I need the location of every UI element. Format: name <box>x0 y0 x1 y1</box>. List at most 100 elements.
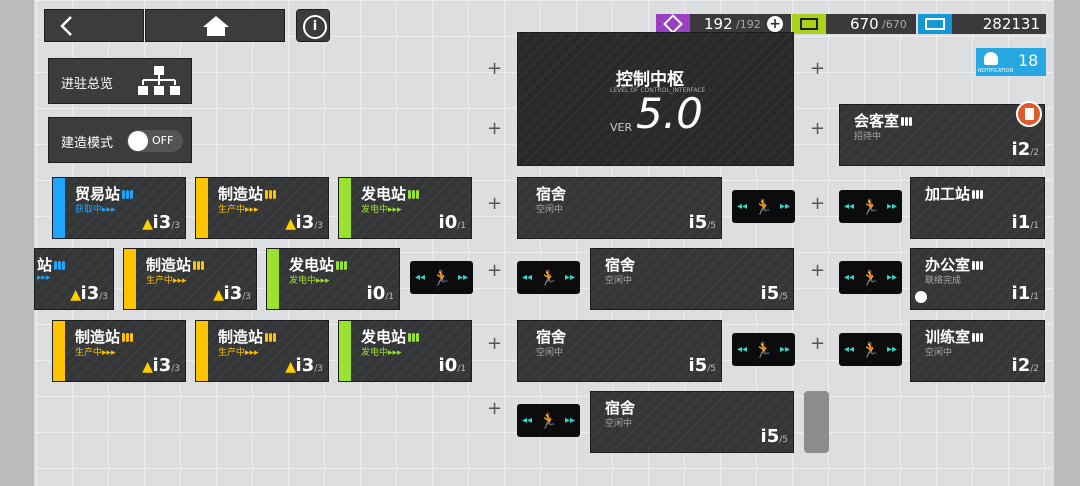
room-count: i3/3 <box>80 283 108 304</box>
room-factory-4[interactable]: 制造站生产中▸▸▸▲i3/3 <box>195 320 329 382</box>
lmd-icon <box>918 14 952 34</box>
toggle-state: OFF <box>152 134 174 147</box>
control-center-title: 控制中枢 <box>616 70 684 90</box>
power-max: /670 <box>882 18 907 31</box>
exit-figure-icon: 🏃 <box>861 197 880 216</box>
dorm-4[interactable]: 宿舍 空闲中 i5/5 <box>590 391 794 453</box>
room-trading-1[interactable]: 贸易站获取中▸▸▸▲i3/3 <box>52 177 186 239</box>
room-title: 办公室 <box>925 254 984 275</box>
exit-figure-icon: 🏃 <box>754 197 773 216</box>
production-bars <box>71 232 166 235</box>
production-bars <box>214 232 309 235</box>
power-value: 670 <box>850 15 879 33</box>
right-edge <box>1054 0 1080 486</box>
dorm-status: 空闲中 <box>536 205 564 215</box>
corridor-stair[interactable]: ◂◂🏃▸▸ <box>839 190 902 223</box>
dorm-3[interactable]: 宿舍 空闲中 i5/5 <box>517 320 722 382</box>
room-factory-1[interactable]: 制造站生产中▸▸▸▲i3/3 <box>195 177 329 239</box>
room-color-stripe <box>267 249 279 309</box>
org-chart-icon <box>138 66 180 95</box>
grid-marker: + <box>810 58 826 79</box>
notification-button[interactable]: 18 NOTIFICATION <box>976 48 1046 76</box>
grid-marker: + <box>810 333 826 354</box>
overview-button[interactable]: 进驻总览 <box>48 58 192 104</box>
room-title: 发电站 <box>361 183 420 204</box>
room-color-stripe <box>53 321 65 381</box>
room-factory-3[interactable]: 制造站生产中▸▸▸▲i3/3 <box>52 320 186 382</box>
clue-alert-icon[interactable] <box>1016 101 1042 127</box>
dorm-count: i5/5 <box>688 212 716 233</box>
elevator[interactable] <box>804 391 829 453</box>
room-color-stripe <box>339 321 351 381</box>
room-count: i1/1 <box>1011 212 1039 233</box>
training-room[interactable]: 训练室 空闲中 i2/2 <box>910 320 1045 382</box>
room-count: i0/1 <box>438 212 466 233</box>
office-room[interactable]: 办公室 联络完成 i1/1 <box>910 248 1045 310</box>
home-button[interactable] <box>145 9 285 42</box>
corridor-stair[interactable]: ◂◂🏃▸▸ <box>517 261 580 294</box>
dorm-2[interactable]: 宿舍 空闲中 i5/5 <box>590 248 794 310</box>
warning-icon: ▲ <box>142 359 153 375</box>
grid-marker: + <box>487 193 503 214</box>
corridor-stair[interactable]: ◂◂🏃▸▸ <box>732 190 795 223</box>
room-title: 加工站 <box>925 183 984 204</box>
exit-figure-icon: 🏃 <box>861 268 880 287</box>
room-color-stripe <box>196 321 208 381</box>
room-title: 制造站 <box>218 326 277 347</box>
room-title: 制造站 <box>75 326 134 347</box>
grid-marker: + <box>487 333 503 354</box>
room-title: 制造站 <box>218 183 277 204</box>
exit-figure-icon: 🏃 <box>539 411 558 430</box>
production-bars <box>214 375 309 378</box>
room-count: i1/1 <box>1011 283 1039 304</box>
room-color-stripe <box>124 249 136 309</box>
grid-marker: + <box>487 118 503 139</box>
add-drone-icon[interactable]: + <box>767 16 783 32</box>
exit-figure-icon: 🏃 <box>754 340 773 359</box>
info-button[interactable]: i <box>296 9 330 42</box>
notification-count: 18 <box>1018 51 1039 70</box>
corridor-stair[interactable]: ◂◂🏃▸▸ <box>517 404 580 437</box>
room-power-1[interactable]: 发电站发电中▸▸▸ i0/1 <box>338 177 472 239</box>
dorm-1[interactable]: 宿舍 空闲中 i5/5 <box>517 177 722 239</box>
room-status: 生产中▸▸▸ <box>218 348 259 358</box>
home-icon <box>203 16 229 36</box>
room-title: 站 <box>37 254 66 275</box>
room-title: 制造站 <box>146 254 205 275</box>
grid-marker: + <box>487 58 503 79</box>
room-status: 招待中 <box>854 132 882 142</box>
room-power-2[interactable]: 发电站发电中▸▸▸i0/1 <box>266 248 400 310</box>
room-factory-2[interactable]: 制造站生产中▸▸▸▲i3/3 <box>123 248 257 310</box>
room-count: i3/3 <box>152 212 180 233</box>
reception-room[interactable]: 会客室 招待中 i2/2 <box>839 104 1045 166</box>
grid-marker: + <box>810 193 826 214</box>
corridor-stair[interactable]: ◂◂🏃▸▸ <box>410 261 473 294</box>
build-mode-panel: 建造模式 OFF <box>48 117 192 163</box>
build-mode-toggle[interactable]: OFF <box>127 130 183 152</box>
dorm-count: i5/5 <box>760 426 788 447</box>
room-power-3[interactable]: 发电站发电中▸▸▸i0/1 <box>338 320 472 382</box>
info-icon: i <box>303 15 327 39</box>
workshop-room[interactable]: 加工站 i1/1 <box>910 177 1045 239</box>
control-center[interactable]: 控制中枢 LEVEL OF CONTROL_INTERFACE VER 5.0 <box>517 32 794 166</box>
bell-icon <box>984 52 998 65</box>
room-status: 发电中▸▸▸ <box>361 205 402 215</box>
room-trading-2[interactable]: 站▸▸▸▲i3/3 <box>34 248 114 310</box>
corridor-stair[interactable]: ◂◂🏃▸▸ <box>839 333 902 366</box>
dorm-title: 宿舍 <box>536 328 567 346</box>
grid-marker: + <box>810 118 826 139</box>
exit-figure-icon: 🏃 <box>432 268 451 287</box>
room-status: 空闲中 <box>925 348 953 358</box>
back-button[interactable] <box>44 9 144 42</box>
corridor-stair[interactable]: ◂◂🏃▸▸ <box>732 333 795 366</box>
room-count: i2/2 <box>1011 355 1039 376</box>
warning-icon: ▲ <box>285 359 296 375</box>
room-title: 会客室 <box>854 110 913 131</box>
drone-counter[interactable]: 192 /192 + <box>656 14 791 34</box>
room-count: i3/3 <box>223 283 251 304</box>
left-edge <box>0 0 34 486</box>
production-bars <box>357 375 452 378</box>
production-bars <box>53 303 113 306</box>
room-count: i3/3 <box>295 212 323 233</box>
corridor-stair[interactable]: ◂◂🏃▸▸ <box>839 261 902 294</box>
